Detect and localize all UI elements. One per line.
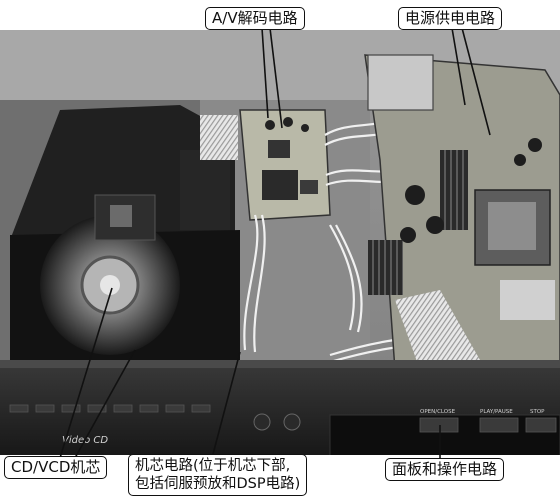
- leader-lines: [59, 27, 491, 459]
- transformer-small: [367, 54, 434, 111]
- leader-mechanism-1: [59, 287, 113, 459]
- callout-av-decode: A/V解码电路: [205, 7, 305, 30]
- front-panel: Video CD OPEN/CLOSE PLAY/PAUSE STOP: [0, 360, 560, 460]
- callout-panel-operation-text: 面板和操作电路: [392, 460, 498, 478]
- callout-mechanism-circuit-line-1: 机芯电路(位于机芯下部,: [135, 458, 291, 474]
- stop-label: STOP: [530, 409, 545, 415]
- callout-panel-operation: 面板和操作电路: [385, 458, 505, 481]
- power-supply-board: [364, 54, 560, 371]
- callout-power-supply-text: 电源供电电路: [405, 9, 496, 27]
- callout-av-decode-text: A/V解码电路: [212, 9, 298, 27]
- heatsink: [440, 150, 468, 230]
- leader-circuit: [211, 351, 241, 459]
- open-close-label: OPEN/CLOSE: [420, 409, 456, 415]
- leader-av-2: [269, 27, 283, 129]
- av-decode-board: [200, 109, 331, 221]
- callout-mechanism-circuit-line-2: 包括伺服预放和DSP电路): [135, 476, 301, 492]
- flat-cable: [395, 290, 480, 370]
- callout-power-supply: 电源供电电路: [398, 7, 503, 30]
- leader-power-2: [461, 27, 491, 136]
- play-pause-label: PLAY/PAUSE: [480, 409, 513, 415]
- callout-cd-vcd-mechanism: CD/VCD机芯: [4, 456, 108, 479]
- leader-power-1: [451, 27, 466, 106]
- leader-mechanism-2: [74, 349, 136, 459]
- cd-mechanism: [10, 105, 240, 360]
- ribbon-cable: [200, 115, 238, 160]
- leader-av-1: [261, 27, 269, 119]
- callout-cd-vcd-mechanism-text: CD/VCD机芯: [11, 458, 101, 476]
- callout-mechanism-circuit: 机芯电路(位于机芯下部, 包括伺服预放和DSP电路): [128, 454, 308, 496]
